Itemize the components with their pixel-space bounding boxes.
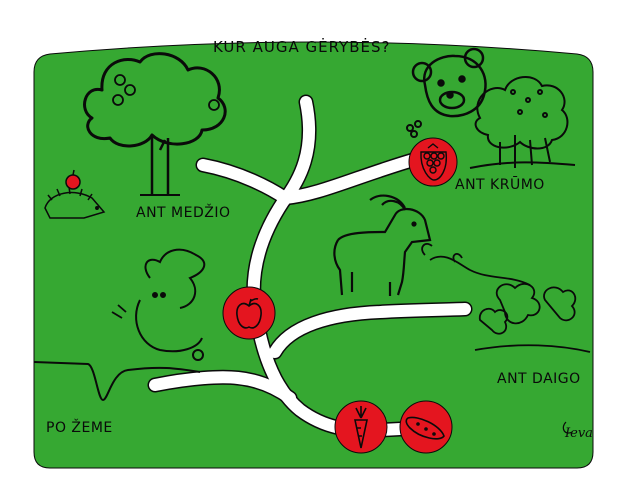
raspberry-icon [420,143,448,181]
bear-drawing [411,47,487,118]
signature-flourish [562,421,573,434]
marker-raspberry[interactable] [408,137,458,187]
carrot-icon [354,406,368,449]
label-on-vine: ANT DAIGO [497,371,581,387]
ground-line [33,361,201,402]
label-on-bush: ANT KRŪMO [455,177,545,193]
label-underground: PO ŽEME [46,420,113,436]
page-title: KUR AUGA GĖRYBĖS? [213,38,391,56]
artist-signature: Ieva [565,426,593,441]
rabbit-drawing [111,248,206,361]
bush-drawing [406,76,576,169]
marker-apple[interactable] [222,286,276,340]
goat-drawing [333,194,432,296]
label-on-tree: ANT MEDŽIO [136,205,231,221]
cucumber-icon [405,416,445,440]
marker-carrot[interactable] [334,400,388,454]
vine-drawing [421,243,591,353]
apple-icon [236,298,262,329]
marker-cucumber[interactable] [399,400,453,454]
tree-drawing [83,52,227,196]
food-markers[interactable] [222,137,458,454]
hedgehog-drawing [44,169,106,219]
